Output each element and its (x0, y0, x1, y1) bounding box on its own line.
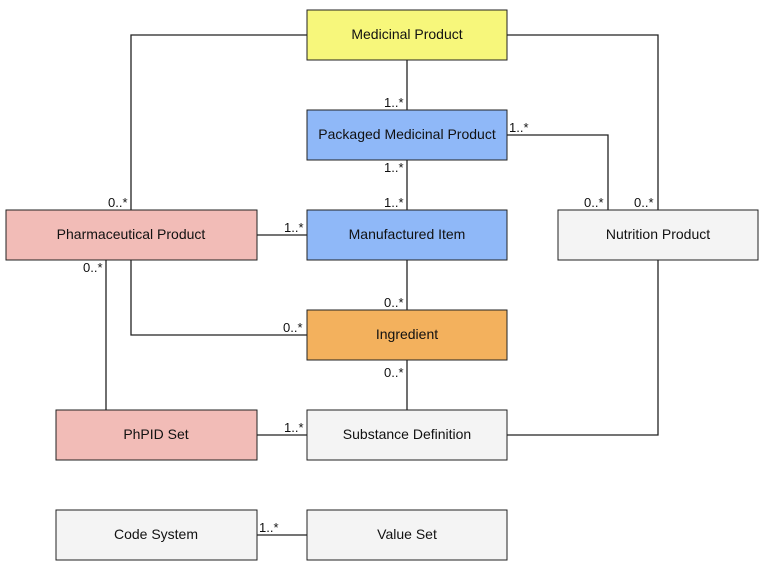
box-substance-definition-rect (306, 409, 508, 461)
mult-nutrition-left: 0..* (584, 195, 604, 210)
multiplicity-labels: 1..* 1..* 1..* 1..* 0..* 0..* 0..* 1..* … (83, 95, 654, 535)
line-packaged-to-nutrition (507, 134, 609, 210)
box-manufactured-item: Manufactured Item (306, 209, 508, 261)
box-packaged-medicinal-product-rect (306, 109, 508, 161)
box-code-system-rect (55, 509, 258, 561)
box-substance-definition-label: Substance Definition (343, 426, 471, 442)
box-nutrition-product-rect (557, 209, 759, 261)
mult-ingredient-left: 0..* (283, 320, 303, 335)
box-value-set-rect (306, 509, 508, 561)
box-pharmaceutical-product-label: Pharmaceutical Product (57, 226, 206, 242)
mult-pharmaceutical-below: 0..* (83, 260, 103, 275)
mult-packaged-right: 1..* (509, 120, 529, 135)
box-ingredient-label: Ingredient (376, 326, 438, 342)
line-nutrition-to-substance (507, 260, 659, 436)
box-pharmaceutical-product: Pharmaceutical Product (5, 209, 258, 261)
box-phpid-set-label: PhPID Set (123, 426, 188, 442)
box-value-set: Value Set (306, 509, 508, 561)
mult-nutrition-right: 0..* (634, 195, 654, 210)
box-substance-definition: Substance Definition (306, 409, 508, 461)
box-phpid-set: PhPID Set (55, 409, 258, 461)
box-nutrition-product-label: Nutrition Product (606, 226, 710, 242)
box-manufactured-item-rect (306, 209, 508, 261)
mult-pharmaceutical-to-manufactured: 1..* (284, 220, 304, 235)
box-medicinal-product: Medicinal Product (306, 9, 508, 61)
box-nutrition-product: Nutrition Product (557, 209, 759, 261)
line-pharmaceutical-to-ingredient (130, 260, 307, 336)
mult-medicinal-to-packaged: 1..* (384, 95, 404, 110)
box-medicinal-product-rect (306, 9, 508, 61)
mult-manufactured-above: 1..* (384, 195, 404, 210)
line-medicinal-to-pharmaceutical (130, 34, 307, 210)
box-ingredient: Ingredient (306, 309, 508, 361)
box-manufactured-item-label: Manufactured Item (349, 226, 466, 242)
mult-pharmaceutical-above: 0..* (108, 195, 128, 210)
mult-phpid-to-substance: 1..* (284, 420, 304, 435)
box-pharmaceutical-product-rect (5, 209, 258, 261)
line-medicinal-to-nutrition (507, 34, 659, 210)
mult-packaged-below: 1..* (384, 160, 404, 175)
mult-ingredient-below: 0..* (384, 365, 404, 380)
box-code-system: Code System (55, 509, 258, 561)
box-packaged-medicinal-product: Packaged Medicinal Product (306, 109, 508, 161)
box-medicinal-product-label: Medicinal Product (351, 26, 462, 42)
box-ingredient-rect (306, 309, 508, 361)
box-value-set-label: Value Set (377, 526, 437, 542)
box-packaged-medicinal-product-label: Packaged Medicinal Product (318, 126, 496, 142)
connectors (105, 34, 659, 536)
box-code-system-label: Code System (114, 526, 198, 542)
mult-codesystem-to-valueset: 1..* (259, 520, 279, 535)
box-phpid-set-rect (55, 409, 258, 461)
mult-ingredient-above: 0..* (384, 295, 404, 310)
